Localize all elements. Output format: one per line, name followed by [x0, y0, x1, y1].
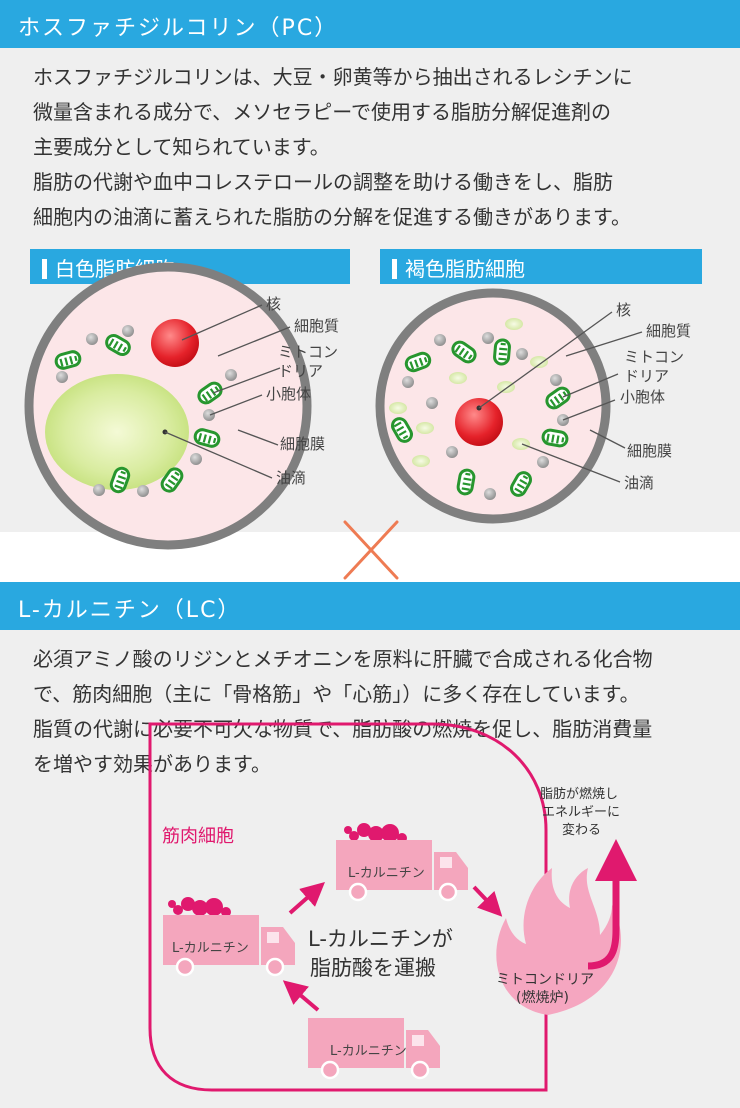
mito-label-line2: (燃焼炉) — [516, 989, 569, 1006]
white-label-er: 小胞体 — [266, 386, 311, 403]
arrow-up-right — [288, 882, 325, 915]
brown-cell-title-bar: 褐色脂肪細胞 — [380, 249, 702, 284]
arrow-down-right — [472, 885, 503, 917]
mito-label-line1: ミトコンドリア — [496, 972, 594, 988]
flame-icon — [496, 868, 622, 1015]
energy-label-line2: エネルギーに — [542, 805, 620, 820]
brown-cell-title: 褐色脂肪細胞 — [405, 257, 525, 281]
energy-label-line1: 脂肪が燃焼し — [540, 786, 618, 802]
title-mark-icon — [392, 259, 397, 279]
truck-left-icon: L-カルニチン — [161, 897, 297, 977]
lc-title: L-カルニチン（LC） — [0, 582, 740, 630]
white-fat-cell-diagram: 核 細胞質 ミトコン ドリア 小胞体 細胞膜 油滴 — [24, 262, 339, 550]
center-text-line1: L-カルニチンが — [308, 927, 453, 951]
title-mark-icon — [42, 259, 47, 279]
energy-label-line3: 変わる — [562, 822, 601, 838]
truck-top-icon: L-カルニチン — [334, 823, 470, 902]
pc-description: ホスファチジルコリンは、大豆・卵黄等から抽出されるレシチンに 微量含まれる成分で… — [33, 65, 633, 229]
white-label-cytoplasm: 細胞質 — [294, 317, 339, 335]
brown-label-membrane: 細胞膜 — [627, 443, 672, 460]
pc-title: ホスファチジルコリン（PC） — [0, 0, 740, 48]
brown-label-nucleus: 核 — [616, 302, 631, 319]
brown-label-cytoplasm: 細胞質 — [646, 322, 691, 340]
brown-fat-cell-diagram: 核 細胞質 ミトコン ドリア 小胞体 細胞膜 油滴 — [375, 288, 691, 524]
white-label-mito1: ミトコン — [278, 344, 338, 361]
lc-description: 必須アミノ酸のリジンとメチオニンを原料に肝臓で合成される化合物 で、筋肉細胞（主… — [33, 647, 653, 776]
truck-bottom-label: L-カルニチン — [330, 1044, 407, 1059]
arrow-up-left — [282, 980, 320, 1012]
truck-left-label: L-カルニチン — [172, 941, 249, 956]
energy-arrow — [587, 839, 637, 970]
center-text-line2: 脂肪酸を運搬 — [310, 956, 436, 980]
truck-top-label: L-カルニチン — [348, 866, 425, 881]
brown-label-er: 小胞体 — [620, 389, 665, 406]
white-label-mito2: ドリア — [278, 363, 323, 380]
truck-bottom-icon: L-カルニチン — [306, 1016, 442, 1080]
brown-label-mito2: ドリア — [624, 368, 669, 385]
white-label-nucleus: 核 — [266, 296, 281, 313]
brown-label-droplet: 油滴 — [624, 474, 654, 492]
cross-icon — [343, 520, 399, 580]
white-label-membrane: 細胞膜 — [280, 436, 325, 453]
white-label-droplet: 油滴 — [276, 469, 306, 487]
brown-label-mito1: ミトコン — [624, 349, 684, 366]
carnitine-transport-diagram: 筋肉細胞 L-カルニチン L-カルニチン L-カルニチン L-カルニチンが 脂肪… — [148, 722, 637, 1092]
muscle-cell-label: 筋肉細胞 — [162, 826, 234, 847]
